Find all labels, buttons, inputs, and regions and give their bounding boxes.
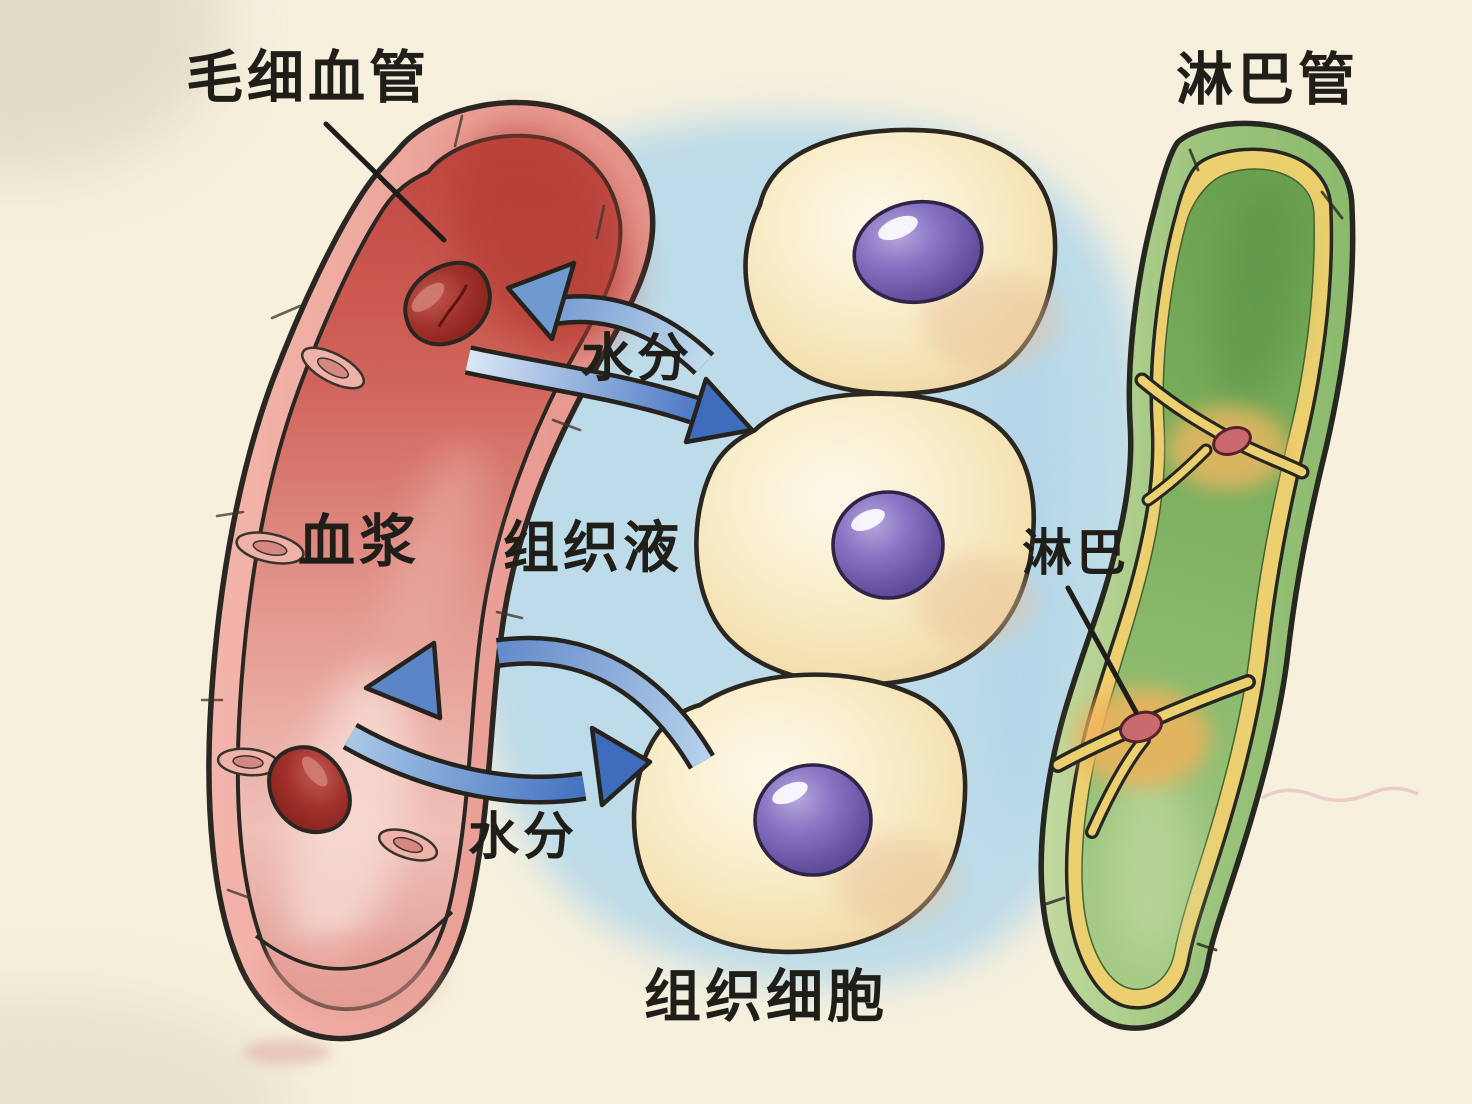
label-plasma: 血浆	[298, 509, 420, 575]
arrow-water-to-cell-lower	[342, 722, 653, 808]
endothelial-cells	[216, 346, 439, 862]
lymph-wall-junctions	[1044, 148, 1344, 952]
nucleus-3	[753, 763, 873, 877]
lymph-valve-lower	[1050, 674, 1256, 839]
paper-texture	[0, 0, 1419, 1104]
arrow-water-into-capillary-lower	[363, 635, 715, 770]
lymph-vessel	[1038, 120, 1356, 1031]
tissue-cell-3	[631, 672, 968, 955]
label-lymph-vessel: 淋巴管	[1176, 47, 1359, 113]
label-capillary: 毛细血管	[186, 45, 430, 111]
lymph-leader-line	[1065, 585, 1139, 715]
lymph-valve-cell-upper	[1212, 426, 1252, 456]
arrow-water-into-capillary-upper	[505, 260, 715, 376]
arrow-water-to-cell-upper	[464, 345, 755, 445]
label-tissue-cells: 组织细胞	[644, 964, 888, 1030]
capillary-leader-line	[323, 121, 447, 243]
nucleus-2	[831, 490, 945, 600]
label-tissue-fluid: 组织液	[503, 516, 683, 581]
tissue-cell-1	[743, 127, 1060, 397]
red-blood-cell-upper	[403, 260, 492, 347]
red-blood-cell-lower	[267, 745, 352, 835]
lymph-valve-upper	[1134, 372, 1310, 507]
capillary-bottom-rim	[254, 910, 454, 971]
capillary-wall-junctions	[200, 114, 606, 900]
label-water-lower: 水分	[468, 808, 579, 867]
capillary-vessel	[200, 99, 656, 1042]
pencil-smudge	[1261, 786, 1419, 803]
leader-lines	[323, 121, 1139, 715]
label-lymph: 淋巴	[1022, 524, 1130, 582]
label-water-upper: 水分	[581, 329, 694, 389]
water-exchange-arrows	[342, 260, 755, 808]
tissue-cell-2	[694, 391, 1036, 688]
tissue-cell-group	[631, 127, 1060, 955]
